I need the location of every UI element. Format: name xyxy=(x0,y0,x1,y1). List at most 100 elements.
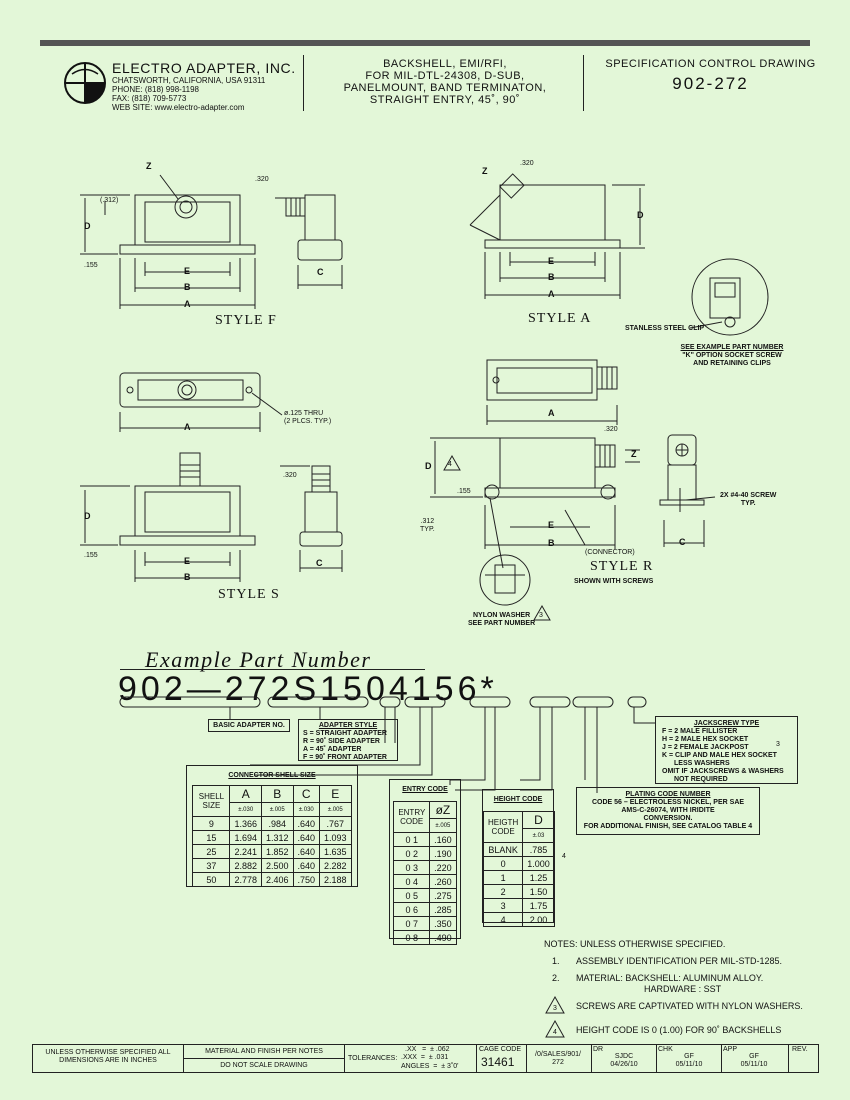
table-cell: 2.500 xyxy=(260,858,294,873)
table-row: 0 4.260 xyxy=(393,874,457,889)
dim-label-d: D xyxy=(425,461,432,471)
description-line: FOR MIL-DTL-24308, D-SUB, xyxy=(365,70,525,82)
title-block-divider xyxy=(184,1058,344,1059)
example-underline xyxy=(120,669,425,670)
table-cell: 0 5 xyxy=(393,888,431,903)
height-code-box: HEIGHT CODE HEIGTH CODE D ±.03 BLANK.785… xyxy=(482,789,555,927)
table-cell: 37 xyxy=(192,858,231,873)
steel-clip-label: STANLESS STEEL CLIP xyxy=(625,325,705,332)
dim-label-e: E xyxy=(184,266,191,276)
table-tolerance: ±.030 xyxy=(229,802,262,817)
table-cell: 2.00 xyxy=(522,912,555,927)
title-block-line: UNLESS OTHERWISE SPECIFIED ALL xyxy=(45,1049,171,1056)
title-block-line: GF xyxy=(749,1053,759,1060)
dim-label-a: A xyxy=(184,299,191,309)
table-header: B xyxy=(260,785,294,803)
style-a-front-view xyxy=(469,173,645,299)
screw-callout: 2X #4-40 SCREW TYP. xyxy=(720,492,776,508)
table-cell: 2.188 xyxy=(319,872,352,887)
table-cell: .640 xyxy=(292,858,321,873)
title-block-app-label: APP xyxy=(723,1046,738,1053)
note-number: 4 xyxy=(553,1029,557,1036)
nylon-callout: NYLON WASHER SEE PART NUMBER xyxy=(468,612,535,628)
style-r-front-view xyxy=(430,437,616,569)
dim-label-155: .155 xyxy=(84,262,98,269)
title-block-tol: ANGLES = ± 3˚0' xyxy=(401,1063,459,1070)
dim-label-320: .320 xyxy=(283,472,297,479)
table-cell: .275 xyxy=(429,888,457,903)
table-row: SHELL SIZE A B C E xyxy=(192,785,352,817)
dim-label-320: .320 xyxy=(604,426,618,433)
thru-line: ø.125 THRU xyxy=(284,410,324,417)
table-row: 0 2.190 xyxy=(393,846,457,861)
dim-label-b: B xyxy=(548,272,555,282)
note-text: MATERIAL: BACKSHELL: ALUMINUM ALLOY. xyxy=(576,973,764,983)
example-number: 902—272S1504156* xyxy=(118,670,498,708)
dim-label-c: C xyxy=(679,537,686,547)
adapter-style-item: R = 90˚ SIDE ADAPTER xyxy=(303,738,380,745)
table-cell: 3 xyxy=(482,898,524,913)
table-header: øZ xyxy=(429,801,457,819)
note-text: HEIGHT CODE IS 0 (1.00) FOR 90˚ BACKSHEL… xyxy=(576,1025,782,1035)
title-block-rev-label: REV. xyxy=(792,1046,808,1053)
title-block-tol: .XXX = ± .031 xyxy=(401,1054,449,1061)
note-4-triangle-icon xyxy=(443,454,461,471)
table-row: 0 5.275 xyxy=(393,888,457,903)
company-name: ELECTRO ADAPTER, INC. xyxy=(112,60,296,76)
table-cell: .984 xyxy=(260,816,294,831)
title-block-chk-label: CHK xyxy=(658,1046,673,1053)
table-cell: 1.635 xyxy=(319,844,352,859)
title-block-cage-label: CAGE CODE xyxy=(479,1046,522,1053)
plating-item: CODE 56 – ELECTROLESS NICKEL, PER SAE xyxy=(591,799,745,806)
table-cell: 1.852 xyxy=(260,844,294,859)
jackscrew-item: J = 2 FEMALE JACKPOST xyxy=(662,744,749,751)
table-cell: 1 xyxy=(482,870,524,885)
table-cell: .260 xyxy=(429,874,457,889)
style-s-front-view xyxy=(80,452,256,582)
style-r-side-view xyxy=(625,434,716,547)
table-cell: 1.50 xyxy=(522,884,555,899)
title-block-chk: GF 05/11/10 xyxy=(658,1053,720,1069)
connector-label: (CONNECTOR) xyxy=(585,549,635,556)
clip-detail-view xyxy=(689,258,769,336)
table-cell: BLANK xyxy=(482,842,524,857)
table-cell: 1.25 xyxy=(522,870,555,885)
dim-line: TYP. xyxy=(420,526,435,533)
title-block-tol: .XX = ± .062 xyxy=(405,1046,450,1053)
connector-shell-box: CONNECTOR SHELL SIZE SHELL SIZE A B C E … xyxy=(186,765,358,887)
adapter-style-title: ADAPTER STYLE xyxy=(318,722,378,729)
title-block-line: /0/SALES/901/ xyxy=(535,1051,581,1058)
plating-title: PLATING CODE NUMBER xyxy=(625,791,711,798)
spec-title: SPECIFICATION CONTROL DRAWING xyxy=(605,58,816,70)
title-block-divider xyxy=(591,1045,592,1072)
note-3-triangle-icon xyxy=(533,604,551,621)
dim-label-c: C xyxy=(317,267,324,277)
table-cell: 0 2 xyxy=(393,846,431,861)
title-block-cage: 31461 xyxy=(481,1055,515,1069)
jackscrew-item: H = 2 MALE HEX SOCKET xyxy=(662,736,749,743)
table-cell: 2.241 xyxy=(229,844,262,859)
title-block-dr-label: DR xyxy=(593,1046,604,1053)
table-header: HEIGTH CODE xyxy=(482,811,524,843)
table-header: C xyxy=(292,785,321,803)
note-number: 3 xyxy=(553,1005,557,1012)
dim-label-312: (.312) xyxy=(100,197,119,204)
note-text: ASSEMBLY IDENTIFICATION PER MIL-STD-1285… xyxy=(576,956,783,966)
style-f-label: STYLE F xyxy=(215,313,277,328)
adapter-style-item: F = 90˚ FRONT ADAPTER xyxy=(303,754,387,761)
screw-line: 2X #4-40 SCREW xyxy=(720,492,777,499)
company-web: WEB SITE: www.electro-adapter.com xyxy=(112,103,245,112)
title-block-path: /0/SALES/901/ 272 xyxy=(527,1051,589,1067)
title-block-divider xyxy=(788,1045,789,1072)
description-line: BACKSHELL, EMI/RFI, xyxy=(383,58,507,70)
adapter-style-box: ADAPTER STYLE S = STRAIGHT ADAPTER R = 9… xyxy=(298,719,398,761)
company-address: CHATSWORTH, CALIFORNIA, USA 91311 xyxy=(112,76,266,85)
description-block: BACKSHELL, EMI/RFI, FOR MIL-DTL-24308, D… xyxy=(320,58,570,106)
jackscrew-item: OMIT IF JACKSCREWS & WASHERS xyxy=(662,768,784,775)
plating-box: PLATING CODE NUMBER CODE 56 – ELECTROLES… xyxy=(576,787,760,835)
table-cell: .285 xyxy=(429,902,457,917)
table-cell: .190 xyxy=(429,846,457,861)
see-example-line: AND RETAINING CLIPS xyxy=(693,360,771,367)
adapter-style-item: S = STRAIGHT ADAPTER xyxy=(303,730,387,737)
